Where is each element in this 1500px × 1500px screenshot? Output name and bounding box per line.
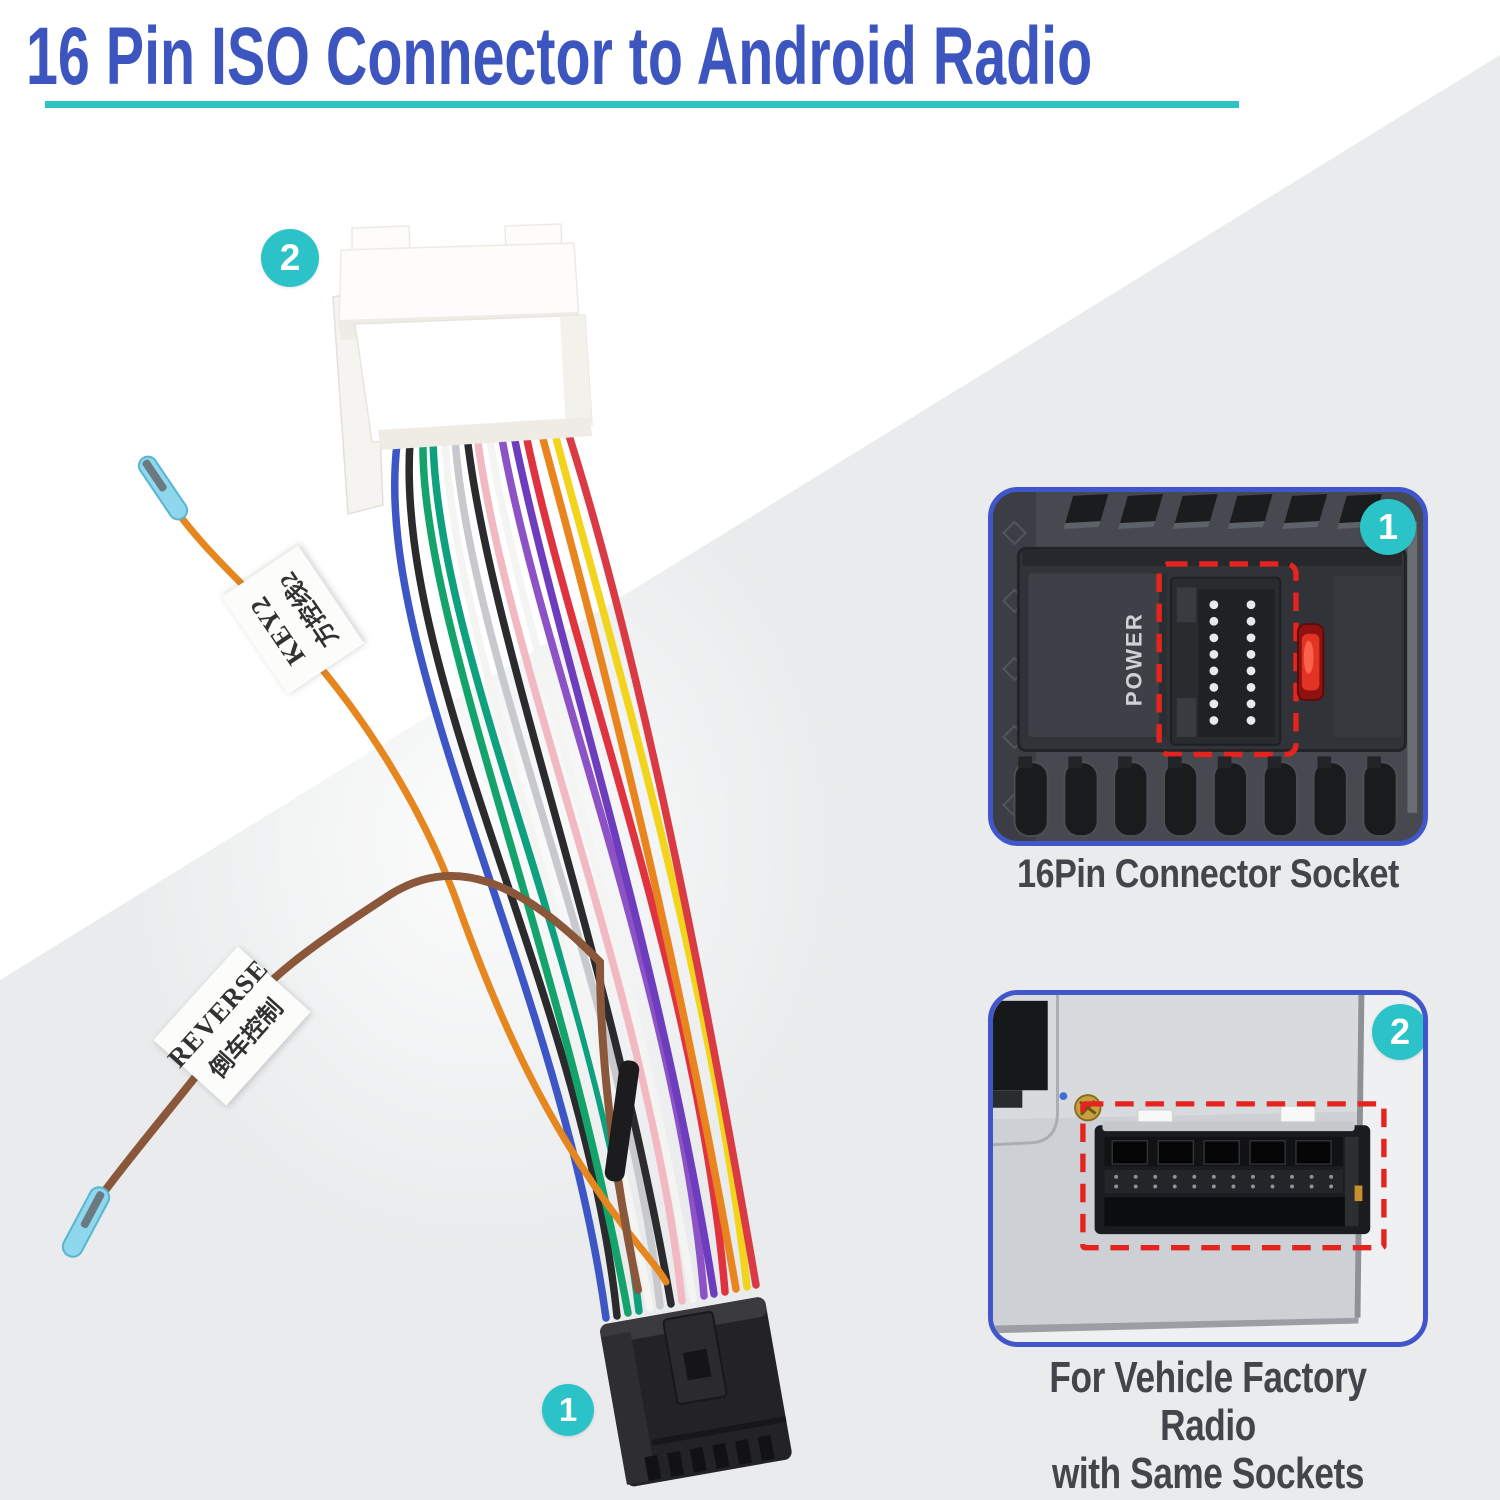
wire-bundle [390,422,760,1322]
16pin-male-socket [1169,576,1282,746]
harness-wire [451,434,664,1310]
harness-wire [549,423,751,1291]
harness-wire [419,437,632,1317]
caption-line: with Same Sockets [1051,1449,1365,1498]
harness-wire [463,432,675,1308]
inset-caption-socket: 16Pin Connector Socket [1017,852,1399,896]
inset-16pin-socket: POWER [988,487,1428,846]
harness-wire [390,440,610,1322]
harness-wire [521,426,729,1296]
harness-wire [562,422,760,1289]
rear-module [993,1000,1048,1091]
harness-wire [536,424,740,1293]
reverse-wire [82,872,642,1294]
radio-connector [600,1297,792,1487]
power-label: POWER [1121,612,1146,706]
number-badge-inset-2: 2 [1372,1004,1423,1060]
top-vents [1063,493,1382,529]
harness-wire [405,438,621,1320]
number-badge-inset-1: 1 [1360,499,1416,555]
screw [1074,1094,1102,1122]
inset-factory-radio: 2 [988,990,1428,1347]
bottom-slots [1013,756,1398,838]
number-badge-radio-connector: 1 [542,1384,594,1436]
page-title: 16 Pin ISO Connector to Android Radio [26,11,1093,102]
harness-wire [509,427,718,1298]
fuse [1296,623,1325,702]
number-badge-iso-connector: 2 [261,229,319,287]
harness-wire [473,431,686,1305]
caption-line: For Vehicle Factory Radio [1049,1353,1367,1450]
splice-sleeve [604,1060,640,1182]
wire-terminal-tip [137,455,189,521]
inset-caption-factory-radio: For Vehicle Factory Radio with Same Sock… [1000,1354,1416,1498]
title-underline [45,101,1239,108]
wire-terminal-tip [61,1186,111,1258]
iso-connector [332,223,593,515]
harness-wire [485,430,697,1303]
harness-wire [497,429,708,1300]
factory-socket [1094,1121,1371,1235]
highlight-box [1156,561,1299,758]
factory-radio-panel [993,995,1423,1342]
radio-back-panel: POWER [993,492,1423,841]
highlight-box [1080,1101,1387,1251]
